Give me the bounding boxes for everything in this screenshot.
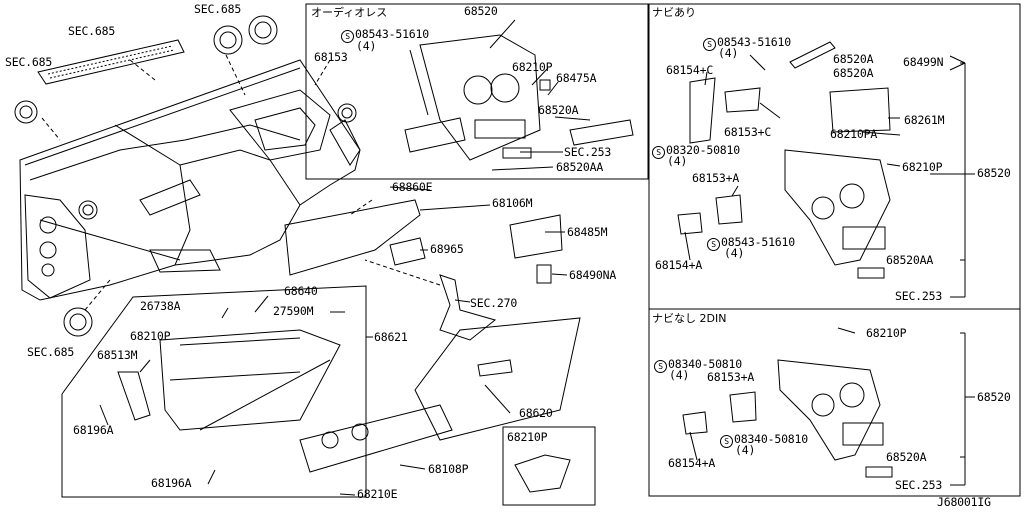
screw-mark: S xyxy=(720,435,733,448)
label-2din-sec253: SEC.253 xyxy=(895,478,943,492)
label-68499N: 68499N xyxy=(903,55,944,69)
label-68520: 68520 xyxy=(464,4,498,18)
label-2din-qty-4a: (4) xyxy=(669,368,690,382)
label-2din-qty-4b: (4) xyxy=(735,443,756,457)
label-68210P-glovebox: 68210P xyxy=(130,329,171,343)
label-68153: 68153 xyxy=(314,50,348,64)
label-68490NA: 68490NA xyxy=(569,268,617,282)
label-navi-sec253: SEC.253 xyxy=(895,289,943,303)
label-68196A-bottom: 68196A xyxy=(151,476,192,490)
label-navi-08543-51610-b-text: 08543-51610 xyxy=(721,235,795,249)
label-68475A: 68475A xyxy=(556,71,597,85)
label-sec685-top: SEC.685 xyxy=(194,2,242,16)
diagram-code: J68001IG xyxy=(937,495,991,509)
audio-less-box xyxy=(305,3,649,180)
label-qty-4: (4) xyxy=(356,39,377,53)
label-2din-08340-50810-a-text: 08340-50810 xyxy=(668,357,742,371)
navi-less-box xyxy=(648,308,1021,497)
screw-mark: S xyxy=(652,146,665,159)
label-68106M: 68106M xyxy=(492,196,533,210)
label-08543-51610-text: 08543-51610 xyxy=(355,27,429,41)
label-navi-68210P: 68210P xyxy=(902,160,943,174)
label-68154C: 68154+C xyxy=(666,63,714,77)
defrost-vent xyxy=(37,39,185,85)
label-68620: 68620 xyxy=(519,406,553,420)
center-bezel-2din xyxy=(777,359,881,461)
label-68210PA: 68210PA xyxy=(830,127,878,141)
label-08320-50810-text: 08320-50810 xyxy=(666,143,740,157)
label-2din-08340-50810-b-text: 08340-50810 xyxy=(734,432,808,446)
label-navi-68520AA: 68520AA xyxy=(886,253,934,267)
label-navi-68520A-2: 68520A xyxy=(833,66,874,80)
label-2din-68154A: 68154+A xyxy=(668,456,716,470)
glove-lid xyxy=(414,317,581,441)
label-2din-68153A: 68153+A xyxy=(707,370,755,384)
label-68210P-detail: 68210P xyxy=(507,430,548,444)
label-sec270: SEC.270 xyxy=(470,296,518,310)
section-title-with-navi: ナビあり xyxy=(652,6,696,19)
label-navi-68520: 68520 xyxy=(977,166,1011,180)
label-68621: 68621 xyxy=(374,330,408,344)
label-68210E: 68210E xyxy=(357,487,398,501)
label-68640: 68640 xyxy=(284,284,318,298)
label-navi-qty-4b: (4) xyxy=(667,154,688,168)
label-68153C: 68153+C xyxy=(724,125,772,139)
glove-box xyxy=(159,329,341,431)
label-27590M: 27590M xyxy=(273,304,314,318)
lower-panel xyxy=(299,404,453,473)
label-68210P: 68210P xyxy=(512,60,553,74)
label-navi-qty-4c: (4) xyxy=(724,246,745,260)
label-navi-qty-4a: (4) xyxy=(718,46,739,60)
section-title-navi-less-2din: ナビなし 2DIN xyxy=(652,312,727,325)
section-title-audio-less: オーディオレス xyxy=(311,6,388,19)
label-navi-68520A-1: 68520A xyxy=(833,52,874,66)
lower-cover xyxy=(284,199,421,276)
label-68196A-left: 68196A xyxy=(73,423,114,437)
label-navi-68153A: 68153+A xyxy=(692,171,740,185)
screw-mark: S xyxy=(707,238,720,251)
label-navi-08543-51610-text: 08543-51610 xyxy=(717,35,791,49)
screw-mark: S xyxy=(341,30,354,43)
glovebox-frame xyxy=(61,285,367,498)
label-sec685-bottom: SEC.685 xyxy=(27,345,75,359)
label-navi-68154A: 68154+A xyxy=(655,258,703,272)
label-2din-68520: 68520 xyxy=(977,390,1011,404)
center-bezel-audio-less xyxy=(419,34,541,161)
label-sec253: SEC.253 xyxy=(564,145,612,159)
display-hood xyxy=(829,87,891,133)
label-sec685-left: SEC.685 xyxy=(5,55,53,69)
label-68860E: 68860E xyxy=(392,180,433,194)
label-68485M: 68485M xyxy=(567,225,608,239)
label-68520A: 68520A xyxy=(538,103,579,117)
screw-mark: S xyxy=(703,38,716,51)
label-26738A: 26738A xyxy=(140,299,181,313)
label-68108P: 68108P xyxy=(428,462,469,476)
label-sec685-vent: SEC.685 xyxy=(68,24,116,38)
label-68965: 68965 xyxy=(430,242,464,256)
label-68261M: 68261M xyxy=(904,113,945,127)
label-68513M: 68513M xyxy=(97,348,138,362)
screw-mark: S xyxy=(654,360,667,373)
clip-detail-box xyxy=(502,426,596,506)
label-68520AA: 68520AA xyxy=(556,160,604,174)
label-2din-68520A: 68520A xyxy=(886,450,927,464)
label-2din-68210P: 68210P xyxy=(866,326,907,340)
center-bezel-navi xyxy=(784,149,891,266)
